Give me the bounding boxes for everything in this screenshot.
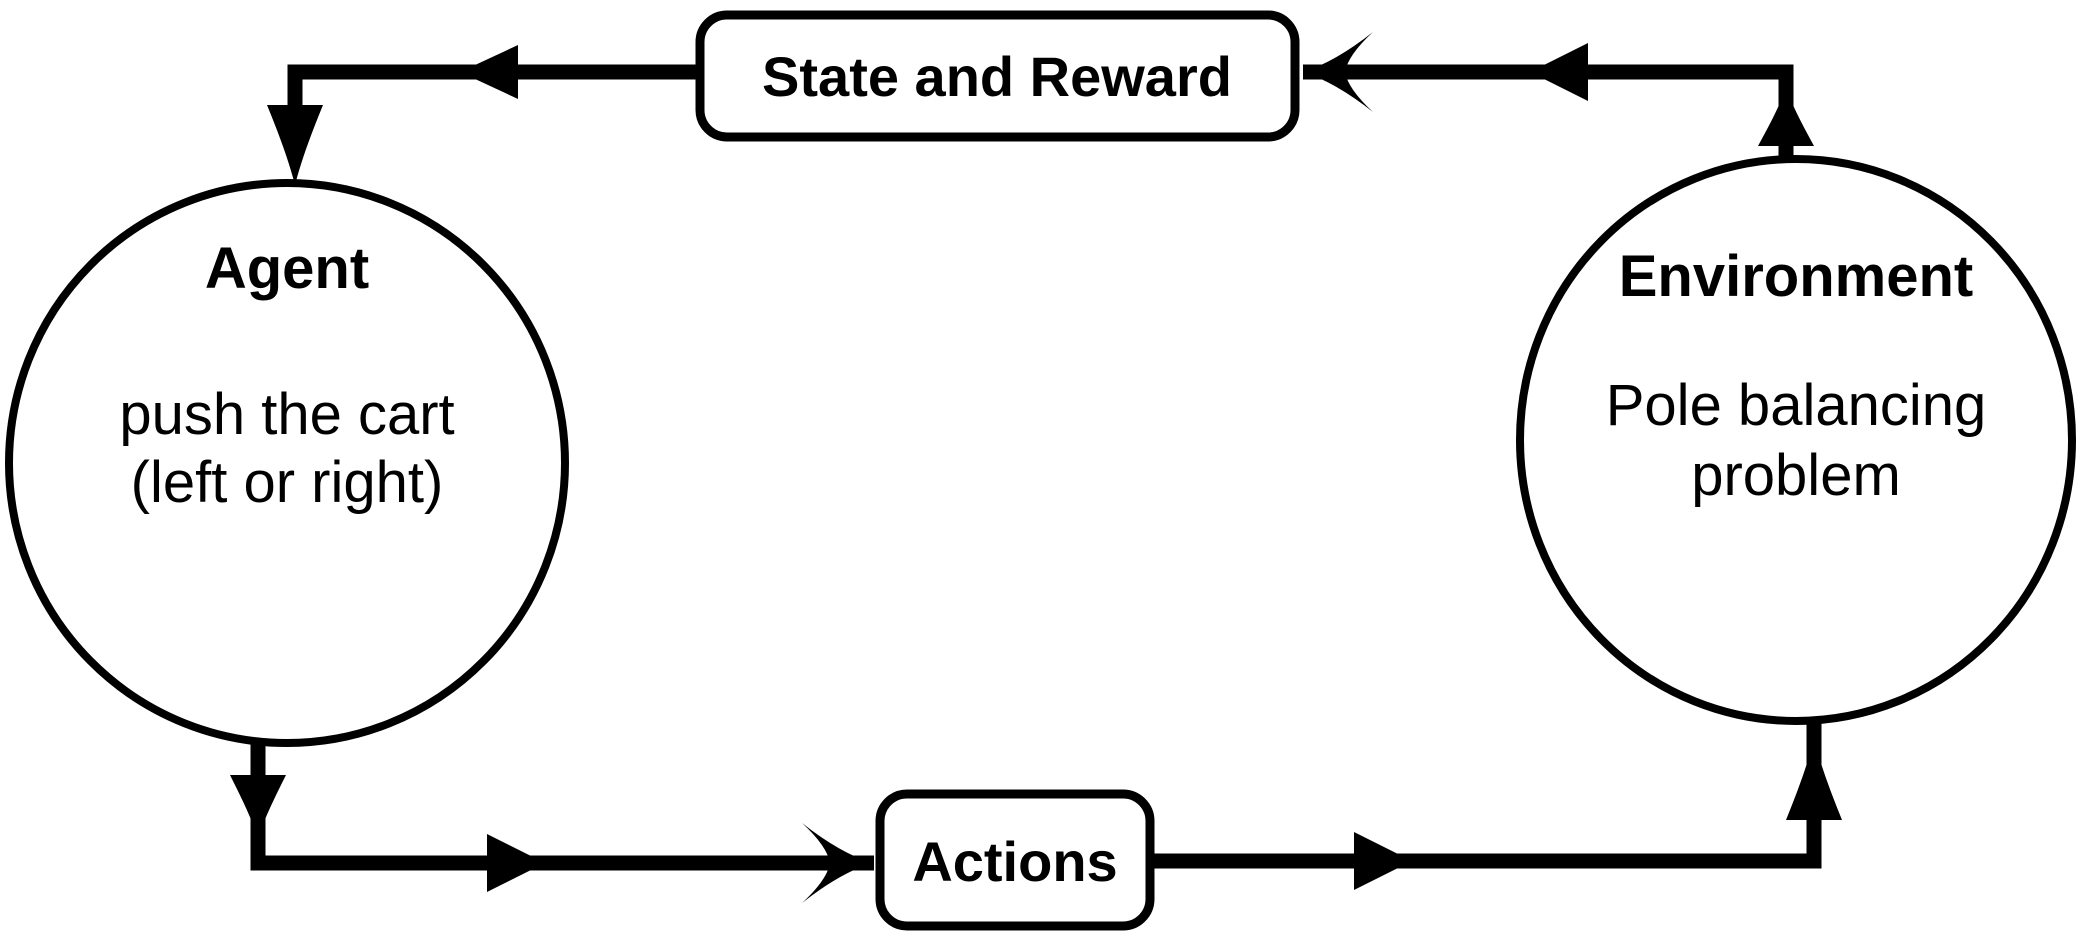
environment-desc-line-1: Pole balancing — [1606, 373, 1987, 438]
left-arrowhead-icon — [1530, 43, 1588, 101]
environment-desc-line-2: problem — [1691, 443, 1901, 508]
state-reward-box — [695, 10, 1300, 142]
down-arrowhead-icon — [230, 775, 286, 838]
arrow-agent-to-actions-line — [250, 740, 874, 871]
up-arrowhead-icon — [1786, 740, 1842, 820]
agent-desc-line-1: push the cart — [119, 382, 454, 447]
up-arrowhead-icon — [1758, 88, 1814, 146]
right-arrowhead-icon — [487, 834, 545, 892]
environment-circle — [1516, 155, 2076, 725]
concave-left-arrowhead-icon — [1303, 32, 1373, 112]
concave-right-arrowhead-icon — [802, 823, 872, 903]
left-arrowhead-icon — [460, 45, 518, 99]
right-arrowhead-icon — [1354, 832, 1412, 890]
actions-label: Actions — [912, 830, 1117, 893]
agent-circle — [5, 179, 569, 747]
arrow-actions-to-environment-line — [1150, 720, 1822, 869]
down-arrowhead-icon — [267, 105, 323, 185]
actions-box — [875, 789, 1155, 931]
agent-title: Agent — [205, 236, 369, 301]
environment-title: Environment — [1619, 244, 1974, 309]
agent-desc-line-2: (left or right) — [131, 450, 444, 515]
state-reward-label: State and Reward — [762, 45, 1232, 108]
arrow-environment-to-state-reward-line — [1303, 64, 1794, 162]
